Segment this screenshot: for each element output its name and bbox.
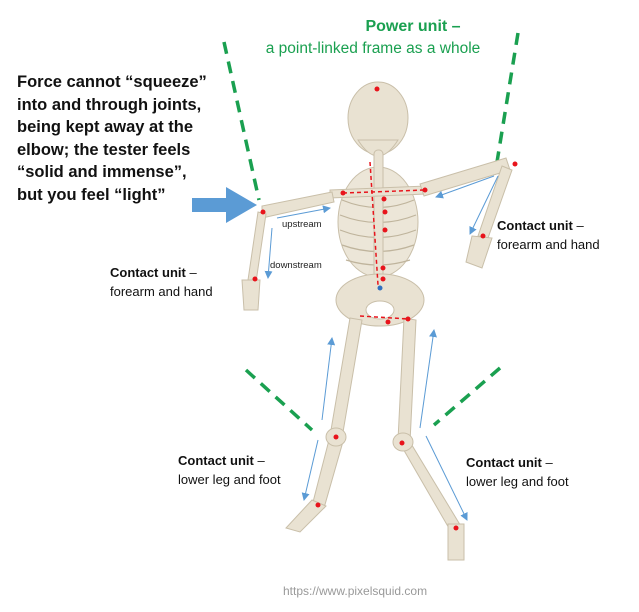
watermark-url: https://www.pixelsquid.com <box>283 584 428 598</box>
power-unit-subtitle: a point-linked frame as a whole <box>265 40 481 57</box>
leg-boundary-right <box>432 366 502 427</box>
power-unit-title: Power unit – <box>365 18 461 35</box>
right-hand <box>465 235 493 269</box>
contact-unit-right-arm: Contact unit – forearm and hand <box>497 216 600 254</box>
contact-unit-part: forearm and hand <box>110 284 213 299</box>
contact-unit-left-leg: Contact unit – lower leg and foot <box>178 451 281 489</box>
contact-unit-title: Contact unit <box>110 265 186 280</box>
right-femur <box>397 317 417 443</box>
center-dot <box>377 285 383 291</box>
left-foot <box>285 499 327 533</box>
dash: – <box>253 453 265 468</box>
dash: – <box>572 218 584 233</box>
left-femur <box>329 317 363 439</box>
pelvis <box>335 273 425 327</box>
contact-unit-part: lower leg and foot <box>466 474 569 489</box>
right-foot <box>447 523 465 561</box>
power-unit-boundary-left <box>222 41 261 201</box>
left-hand <box>241 279 261 311</box>
force-note: Force cannot “squeeze” into and through … <box>17 73 207 204</box>
power-unit-boundary-right <box>495 32 520 163</box>
contact-unit-title: Contact unit <box>466 455 542 470</box>
contact-unit-right-leg: Contact unit – lower leg and foot <box>466 453 569 491</box>
dash: – <box>541 455 553 470</box>
upstream-label: upstream <box>282 219 322 230</box>
contact-unit-title: Contact unit <box>178 453 254 468</box>
contact-unit-left-arm: Contact unit – forearm and hand <box>110 263 213 301</box>
leg-boundary-left <box>244 368 314 432</box>
downstream-label: downstream <box>270 260 322 271</box>
flow-arrows <box>264 175 499 521</box>
joint-dots <box>252 86 518 531</box>
contact-unit-title: Contact unit <box>497 218 573 233</box>
dash: – <box>185 265 197 280</box>
right-tibia <box>397 439 463 531</box>
force-arrow <box>192 187 257 223</box>
left-forearm <box>247 211 267 283</box>
contact-unit-part: forearm and hand <box>497 237 600 252</box>
contact-unit-part: lower leg and foot <box>178 472 281 487</box>
skeleton <box>241 81 513 561</box>
